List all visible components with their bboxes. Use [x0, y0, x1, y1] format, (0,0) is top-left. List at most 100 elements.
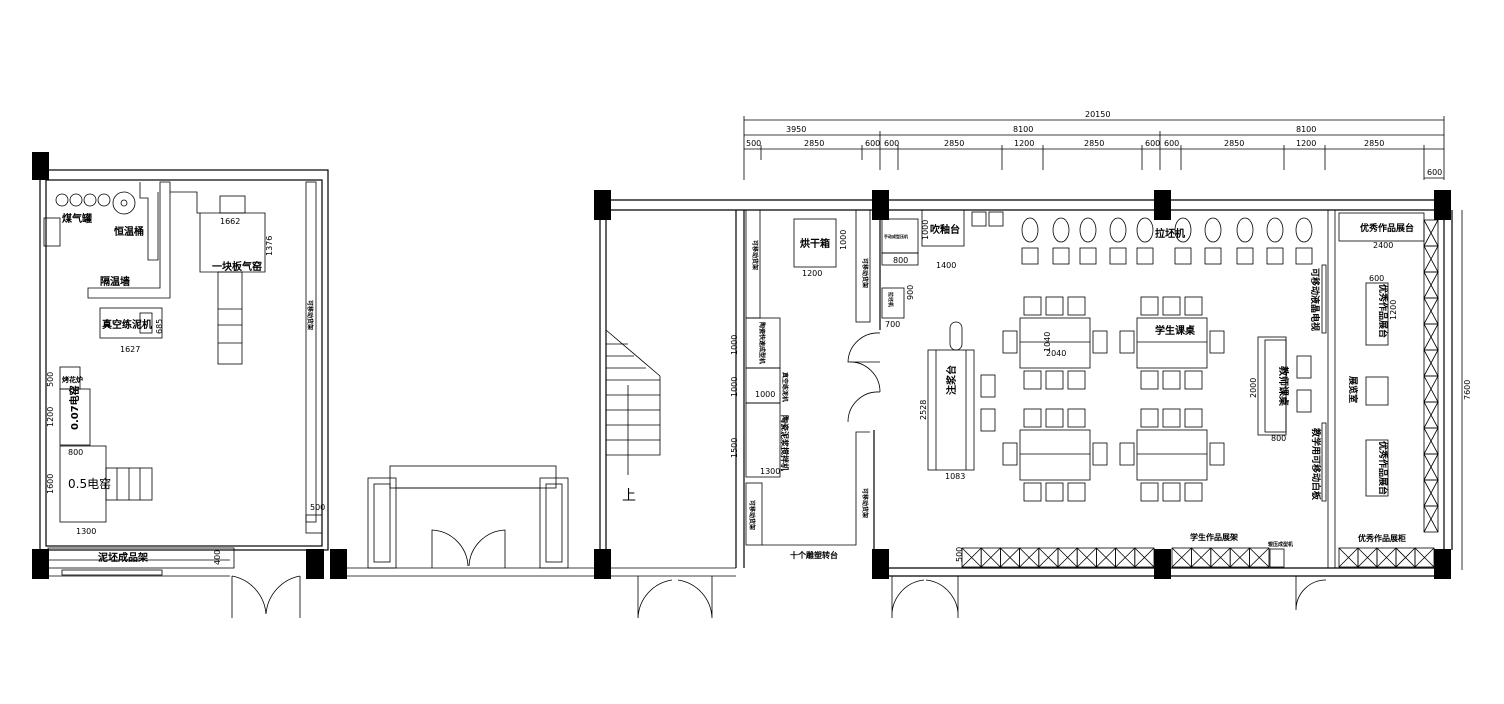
chair-icon: [1067, 370, 1086, 390]
dim-label: 900: [906, 285, 915, 300]
decal-kiln-label: 烤花炉: [62, 375, 83, 384]
chair-icon: [1045, 296, 1064, 316]
dim-label: 2850: [944, 139, 964, 148]
stairs-up-label: 上: [622, 488, 636, 504]
chair-icon: [1140, 296, 1159, 316]
excellent-stand-label: 优秀作品展台: [1377, 441, 1389, 495]
gas-kiln-label: 一块板气窑: [212, 260, 262, 273]
rack-cross: [1171, 547, 1192, 568]
dim-label: 600: [884, 139, 899, 148]
rack-cell: [1134, 547, 1155, 568]
chair-icon: [1045, 482, 1064, 502]
rack-cross: [1076, 547, 1097, 568]
dim-label: 500: [310, 503, 325, 512]
rack-cross: [1338, 547, 1359, 568]
dim-label: 685: [155, 319, 164, 334]
rack-cross: [1357, 547, 1378, 568]
dim-label: 600: [1369, 274, 1384, 283]
dim-label: 8100: [1296, 125, 1316, 134]
vacuum-pugmill-label: 真空练泥机: [781, 372, 789, 402]
stool-icon: [1052, 247, 1070, 265]
greenware-rack-label: 泥坯成品架: [98, 551, 148, 564]
slip-casting-table-label: 注浆台: [945, 365, 958, 395]
chair-icon: [1067, 296, 1086, 316]
manual-press-label: 手动成型压机: [884, 233, 908, 239]
chair-icon: [1184, 370, 1203, 390]
vacuum-pugmill-label: 真空练泥机: [102, 318, 152, 331]
dim-label: 700: [885, 320, 900, 329]
stairwell: 上: [594, 190, 880, 619]
sculpture-turntables-label: 十个雕塑转台: [790, 550, 838, 560]
movable-shelf-label: 可移动货架: [306, 300, 314, 330]
cabinet-cross: [1423, 479, 1439, 507]
rack-cross: [1229, 547, 1250, 568]
wheel-icon: [1266, 217, 1284, 243]
movable-tv-label: 可移动液晶电视: [1309, 268, 1321, 331]
dim-label: 1300: [76, 527, 96, 536]
chair-icon: [1045, 408, 1064, 428]
chair-icon: [1023, 370, 1042, 390]
cabinet-cross: [1423, 323, 1439, 351]
rack-cross: [1395, 547, 1416, 568]
thermostat-bucket-label: 恒温桶: [114, 225, 144, 238]
rack-cross: [980, 547, 1001, 568]
cabinet-cross: [1423, 349, 1439, 377]
teacher-desk-label: 教师课桌: [1277, 365, 1290, 406]
dim-label: 600: [1427, 168, 1442, 177]
excellent-cabinet-label: 优秀作品展柜: [1358, 533, 1406, 543]
movable-shelf-label: 可移动货架: [751, 240, 759, 270]
dim-label: 1200: [1389, 300, 1398, 320]
dim-label: 7600: [1463, 380, 1472, 400]
rack-cross: [1096, 547, 1116, 568]
dimension-chain: 20150 3950 8100 8100 500 2850 600 600 28…: [743, 110, 1472, 570]
stool-icon: [1174, 247, 1192, 265]
stool-icon: [1079, 247, 1097, 265]
dim-label: 500: [955, 547, 964, 562]
dim-label: 1000: [730, 335, 739, 355]
rack-cross: [1249, 547, 1270, 568]
chair-icon: [1092, 442, 1108, 466]
excellent-stand-label: 优秀作品展台: [1360, 222, 1414, 234]
roller-press-label: 辊压成型机: [1268, 541, 1293, 548]
stool-icon: [1266, 247, 1284, 265]
rapid-former-label: 陶瓷快速成型机: [758, 322, 766, 364]
throwing-wheels: [1021, 217, 1313, 265]
chair-icon: [1023, 408, 1042, 428]
dim-label: 1200: [802, 269, 822, 278]
dim-label: 1000: [921, 220, 930, 240]
chair-icon: [1140, 482, 1159, 502]
classroom: 手动成型压机 拉坯机 吹釉台 800 900 700 1000 1400 注浆台…: [880, 190, 1453, 619]
dim-label: 1200: [46, 407, 55, 427]
chair-icon: [1092, 330, 1108, 354]
wheel-icon: [1079, 217, 1097, 243]
rack-cross: [1000, 547, 1020, 568]
dim-label: 800: [1271, 434, 1286, 443]
dim-label: 500: [746, 139, 761, 148]
movable-shelf-label: 可移动货架: [861, 258, 869, 288]
chair-icon: [1067, 408, 1086, 428]
chair-icon: [1184, 408, 1203, 428]
cabinet-cross: [1423, 271, 1439, 299]
wheel-icon: [1109, 217, 1127, 243]
dim-label: 2040: [1046, 349, 1066, 358]
desk-icon: [1136, 429, 1208, 481]
rack-cross: [1191, 547, 1212, 568]
dim-label: 2400: [1373, 241, 1393, 250]
chair-icon: [1140, 408, 1159, 428]
student-desk-label: 学生课桌: [1155, 324, 1195, 337]
desk-icon: [1019, 317, 1091, 369]
cabinet-cross: [1423, 219, 1439, 247]
chair-icon: [1162, 370, 1181, 390]
chair-icon: [1002, 442, 1018, 466]
cabinet-cross: [1423, 375, 1439, 403]
dim-label: 1000: [755, 390, 775, 399]
rack-cell: [1249, 547, 1270, 568]
chair-icon: [1209, 442, 1225, 466]
stool-icon: [1236, 247, 1254, 265]
excellent-stand-label: 优秀作品展台: [1377, 284, 1389, 338]
dim-label: 2850: [1364, 139, 1384, 148]
kiln-05-label: 0.5电窑: [68, 476, 111, 491]
chair-icon: [1209, 330, 1225, 354]
dim-label: 2000: [1249, 378, 1258, 398]
dim-label: 1500: [730, 438, 739, 458]
